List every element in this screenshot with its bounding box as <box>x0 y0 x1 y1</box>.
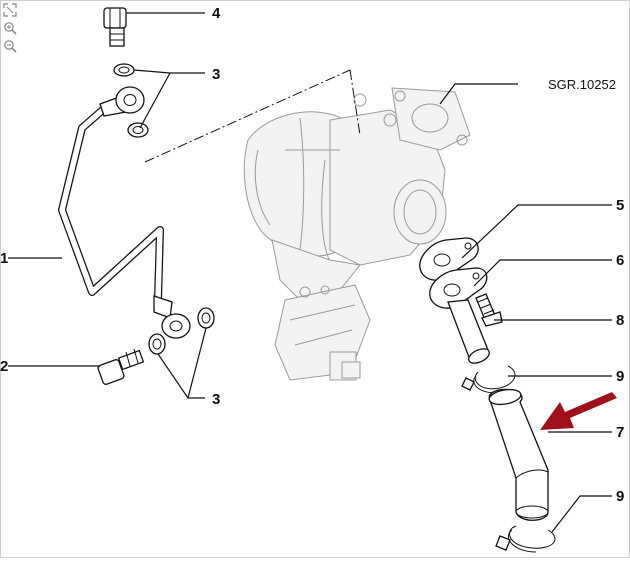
oil-feed-pipe <box>58 86 191 339</box>
turbocharger-assembly <box>243 87 471 381</box>
callout-9-upper: 9 <box>616 368 624 385</box>
callout-7: 7 <box>616 424 624 441</box>
callout-5: 5 <box>616 197 624 214</box>
drawing-reference: SGR.10252 <box>548 77 616 92</box>
zoom-out-icon[interactable] <box>3 39 17 53</box>
banjo-bolt-top <box>103 7 127 47</box>
outlet-flange-pipe <box>429 267 490 364</box>
assembly-axis-line-2 <box>349 69 361 136</box>
callout-9-lower: 9 <box>616 488 624 505</box>
washer-bottom-2 <box>197 307 215 329</box>
hose-clamp-upper <box>461 365 516 394</box>
callout-6: 6 <box>616 252 624 269</box>
banjo-bolt-bottom <box>97 348 145 385</box>
callout-8: 8 <box>616 312 624 329</box>
callout-2: 2 <box>0 358 8 375</box>
intake-hose <box>488 388 549 521</box>
callout-3-bottom: 3 <box>212 391 220 408</box>
washer-top-2 <box>127 122 149 138</box>
highlight-arrow <box>540 392 617 430</box>
callout-1: 1 <box>0 250 8 267</box>
assembly-axis-line <box>144 69 351 163</box>
zoom-in-icon[interactable] <box>3 21 17 35</box>
washer-top-1 <box>113 63 135 77</box>
washer-bottom-1 <box>148 333 166 355</box>
gasket <box>419 237 479 281</box>
flange-bolt <box>475 293 503 327</box>
fit-to-window-icon[interactable] <box>3 3 17 17</box>
callout-4: 4 <box>212 5 221 22</box>
hose-clamp-lower <box>495 525 556 553</box>
callout-3-top: 3 <box>212 66 220 83</box>
zoom-toolbar <box>3 3 19 53</box>
leader-lines <box>8 12 612 533</box>
